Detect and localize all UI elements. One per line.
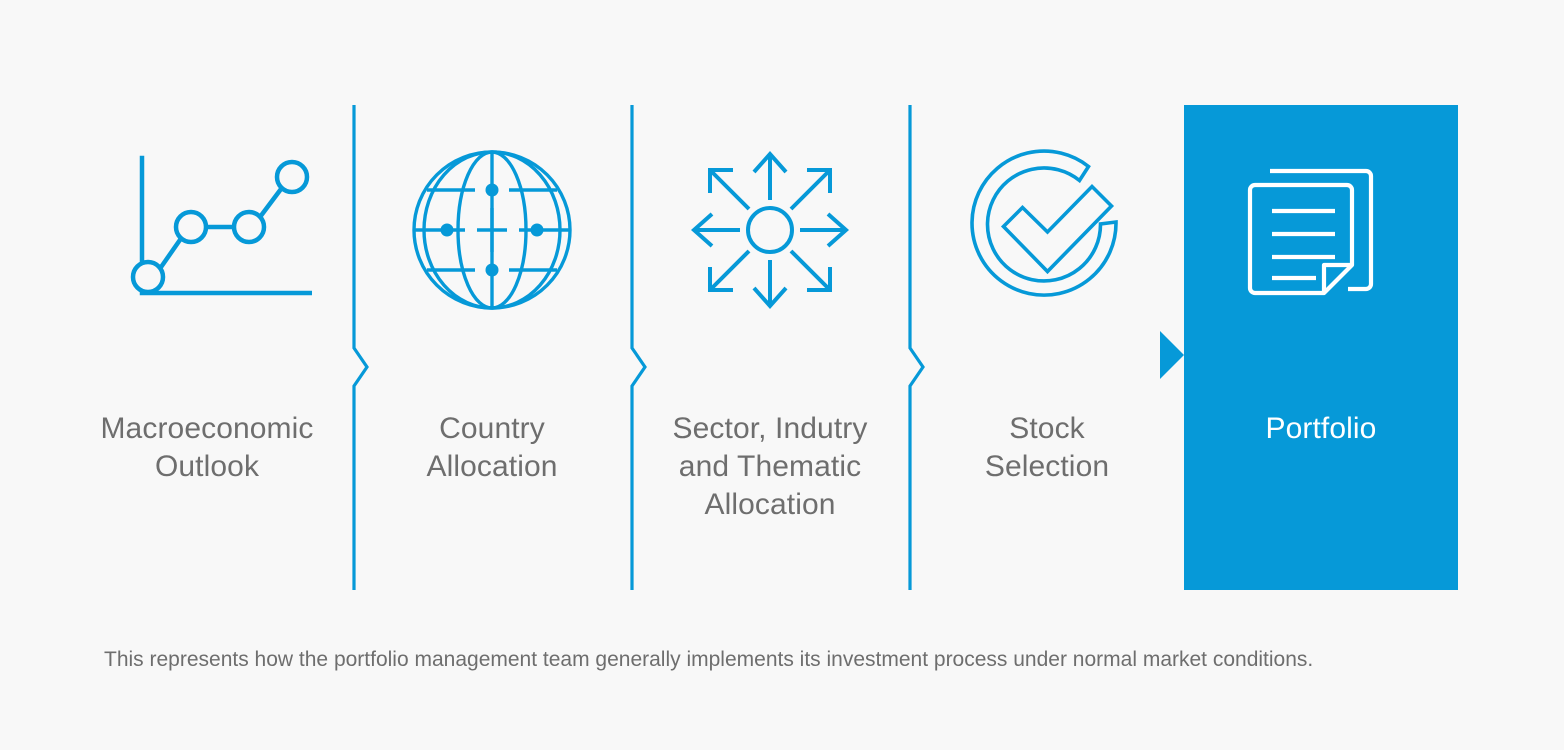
line-chart-icon xyxy=(130,155,312,296)
documents-icon xyxy=(1247,168,1374,296)
step-icon-container xyxy=(1184,105,1458,355)
step-icon-container xyxy=(70,105,344,355)
divider-3 xyxy=(896,105,926,590)
step-label-sector-industry-thematic-allocation: Sector, Indutry and Thematic Allocation xyxy=(672,412,868,521)
divider-2 xyxy=(618,105,648,590)
process-step-portfolio: Portfolio xyxy=(1160,105,1458,590)
step-label-portfolio: Portfolio xyxy=(1265,412,1377,445)
step-label-country-allocation: Country Allocation xyxy=(426,412,558,483)
divider-1 xyxy=(340,105,370,590)
process-step-sector-industry-thematic-allocation: Sector, Indutry and Thematic Allocation xyxy=(633,105,907,590)
globe-icon xyxy=(412,150,572,310)
step-icon-container xyxy=(910,105,1184,355)
step-label-macroeconomic-outlook: Macroeconomic Outlook xyxy=(100,412,314,483)
footnote-text: This represents how the portfolio manage… xyxy=(104,648,1314,671)
step-icon-container xyxy=(633,105,907,355)
process-step-stock-selection: Stock Selection xyxy=(910,105,1184,590)
step-label-stock-selection: Stock Selection xyxy=(984,412,1110,483)
check-circle-icon xyxy=(970,149,1118,297)
process-step-country-allocation: Country Allocation xyxy=(355,105,629,590)
expand-arrows-icon xyxy=(690,150,850,310)
panel-chevron-point xyxy=(1160,331,1184,379)
process-step-macroeconomic-outlook: Macroeconomic Outlook xyxy=(70,105,344,590)
step-icon-container xyxy=(355,105,629,355)
